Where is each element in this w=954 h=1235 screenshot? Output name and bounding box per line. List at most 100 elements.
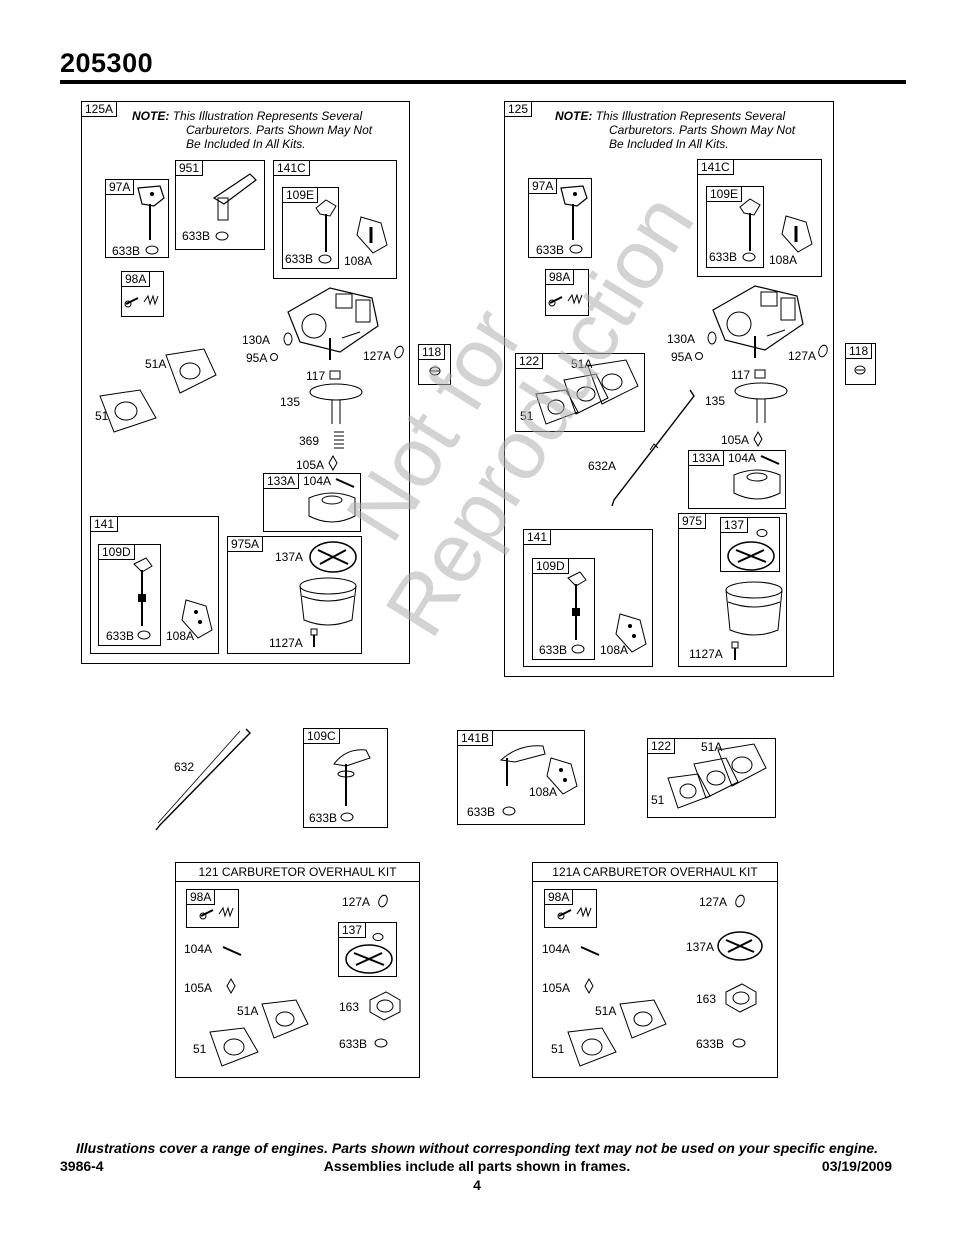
kit-121a-title: 121A CARBURETOR OVERHAUL KIT bbox=[533, 863, 777, 882]
tag-133a: 133A bbox=[688, 450, 725, 466]
tag-141: 141 bbox=[90, 516, 119, 532]
frame-141c-right: 141C bbox=[697, 159, 822, 277]
tag-98a: 98A bbox=[121, 271, 151, 287]
label-104a: 104A bbox=[728, 451, 757, 465]
label-130a: 130A bbox=[667, 332, 696, 346]
tag-125a: 125A bbox=[81, 101, 118, 117]
kit-121a: 121A CARBURETOR OVERHAUL KIT bbox=[532, 862, 778, 1078]
washer-icon bbox=[732, 1038, 746, 1048]
label-108a: 108A bbox=[166, 629, 195, 643]
label-135: 135 bbox=[705, 394, 726, 408]
frame-975-right: 975 bbox=[678, 513, 787, 667]
kit-121: 121 CARBURETOR OVERHAUL KIT bbox=[175, 862, 420, 1078]
label-137a: 137A bbox=[275, 550, 304, 564]
choke-shaft-icon bbox=[133, 557, 153, 626]
seat-icon bbox=[429, 366, 441, 376]
frame-97a-left: 97A bbox=[105, 179, 169, 258]
washer-icon bbox=[502, 806, 516, 816]
spacer-icon bbox=[563, 373, 609, 415]
label-51a: 51A bbox=[145, 357, 167, 371]
note-right: NOTE: This Illustration Represents Sever… bbox=[555, 109, 796, 151]
spacer-icon bbox=[693, 757, 739, 799]
tag-141: 141 bbox=[523, 529, 552, 545]
label-633b: 633B bbox=[182, 229, 211, 243]
label-163: 163 bbox=[339, 1000, 360, 1014]
label-51a: 51A bbox=[571, 357, 593, 371]
screw-spring-icon bbox=[124, 294, 159, 308]
label-633b: 633B bbox=[536, 243, 565, 257]
frame-98a-kit121a: 98A bbox=[544, 889, 597, 928]
label-105a: 105A bbox=[296, 458, 325, 472]
tag-98a: 98A bbox=[186, 889, 216, 905]
tag-109e: 109E bbox=[282, 187, 319, 203]
needle-icon bbox=[328, 454, 338, 472]
washer-icon bbox=[318, 254, 332, 264]
seat-icon bbox=[854, 365, 866, 375]
label-108a: 108A bbox=[600, 643, 629, 657]
carburetor-body-icon bbox=[712, 285, 804, 358]
note-left: NOTE: This Illustration Represents Sever… bbox=[132, 109, 373, 151]
gasket-icon bbox=[535, 389, 579, 425]
gasket-163-icon bbox=[369, 991, 401, 1021]
label-51a: 51A bbox=[595, 1004, 617, 1018]
bowl-screw-icon bbox=[731, 641, 739, 660]
choke-plate-icon bbox=[181, 599, 213, 639]
frame-122-right: 122 bbox=[515, 353, 645, 432]
gasket-icon bbox=[667, 773, 711, 809]
gasket-icon bbox=[99, 389, 157, 433]
tag-141c: 141C bbox=[697, 159, 734, 175]
washer-icon bbox=[374, 1038, 388, 1048]
tag-98a: 98A bbox=[545, 269, 575, 285]
label-105a: 105A bbox=[542, 981, 571, 995]
label-104a: 104A bbox=[542, 942, 571, 956]
label-104a: 104A bbox=[303, 474, 332, 488]
frame-118-left: 118 bbox=[418, 344, 451, 385]
throttle-shaft-icon bbox=[315, 199, 337, 252]
choke-lever-icon bbox=[137, 185, 165, 240]
gasket-icon bbox=[567, 1027, 617, 1067]
pin-icon bbox=[335, 478, 355, 488]
fuel-bowl-icon bbox=[299, 577, 357, 626]
throttle-lever-icon bbox=[212, 173, 257, 221]
bowl-gasket-icon bbox=[309, 541, 357, 573]
plug-icon bbox=[283, 332, 293, 346]
label-108a: 108A bbox=[769, 253, 798, 267]
washer-icon bbox=[571, 644, 585, 654]
label-633b: 633B bbox=[467, 805, 496, 819]
washer-icon bbox=[569, 244, 583, 254]
o-ring-icon bbox=[735, 894, 745, 908]
document-number: 3986-4 bbox=[60, 1158, 104, 1174]
frame-141-right: 141 bbox=[523, 529, 653, 667]
frame-97a-right: 97A bbox=[528, 178, 592, 258]
frame-109c: 109C bbox=[303, 728, 388, 828]
frame-141b: 141B bbox=[457, 730, 585, 825]
frame-141-left: 141 bbox=[90, 516, 219, 654]
page-title: 205300 bbox=[60, 48, 154, 78]
label-163: 163 bbox=[696, 992, 717, 1006]
plug-icon bbox=[707, 331, 717, 345]
tag-137: 137 bbox=[720, 517, 749, 533]
washer-icon bbox=[137, 630, 151, 640]
screw-icon bbox=[270, 353, 278, 361]
tag-122: 122 bbox=[515, 353, 544, 369]
choke-plate-icon bbox=[615, 613, 647, 653]
throttle-plate-icon bbox=[546, 757, 578, 795]
label-632: 632 bbox=[174, 760, 195, 774]
screw-spring-icon bbox=[557, 906, 592, 920]
gasket-icon bbox=[261, 999, 309, 1039]
footer-date: 03/19/2009 bbox=[821, 1158, 892, 1174]
governor-link-icon bbox=[155, 728, 251, 831]
label-633b: 633B bbox=[112, 244, 141, 258]
label-633b: 633B bbox=[339, 1037, 368, 1051]
tag-118: 118 bbox=[418, 344, 446, 360]
label-108a: 108A bbox=[529, 785, 558, 799]
footer-assemblies-note: Assemblies include all parts shown in fr… bbox=[323, 1158, 631, 1174]
o-ring-icon bbox=[372, 933, 384, 941]
tag-951: 951 bbox=[175, 160, 204, 176]
label-130a: 130A bbox=[242, 333, 271, 347]
label-135: 135 bbox=[280, 395, 301, 409]
float-icon bbox=[308, 492, 356, 523]
bowl-gasket-icon bbox=[727, 541, 775, 571]
o-ring-icon bbox=[818, 344, 828, 358]
screw-spring-icon bbox=[199, 906, 234, 920]
